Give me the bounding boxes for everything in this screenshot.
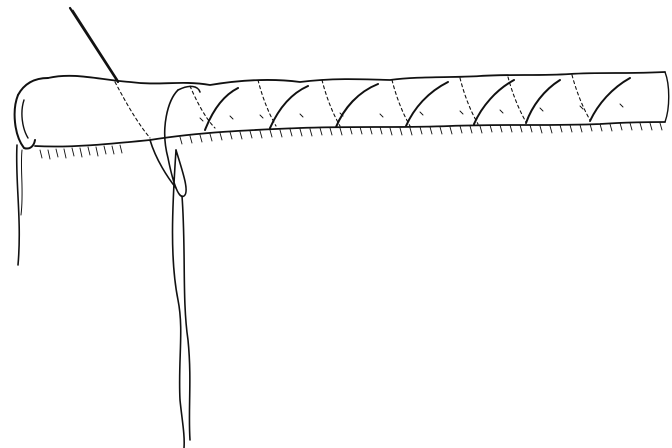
needle: [70, 8, 118, 82]
fabric-hatching: [40, 104, 662, 159]
fabric-sheet: [17, 145, 23, 265]
working-thread: [150, 86, 200, 448]
hidden-thread: [115, 75, 590, 138]
rolled-hem: [15, 72, 669, 149]
diagonal-stitches: [205, 78, 630, 130]
